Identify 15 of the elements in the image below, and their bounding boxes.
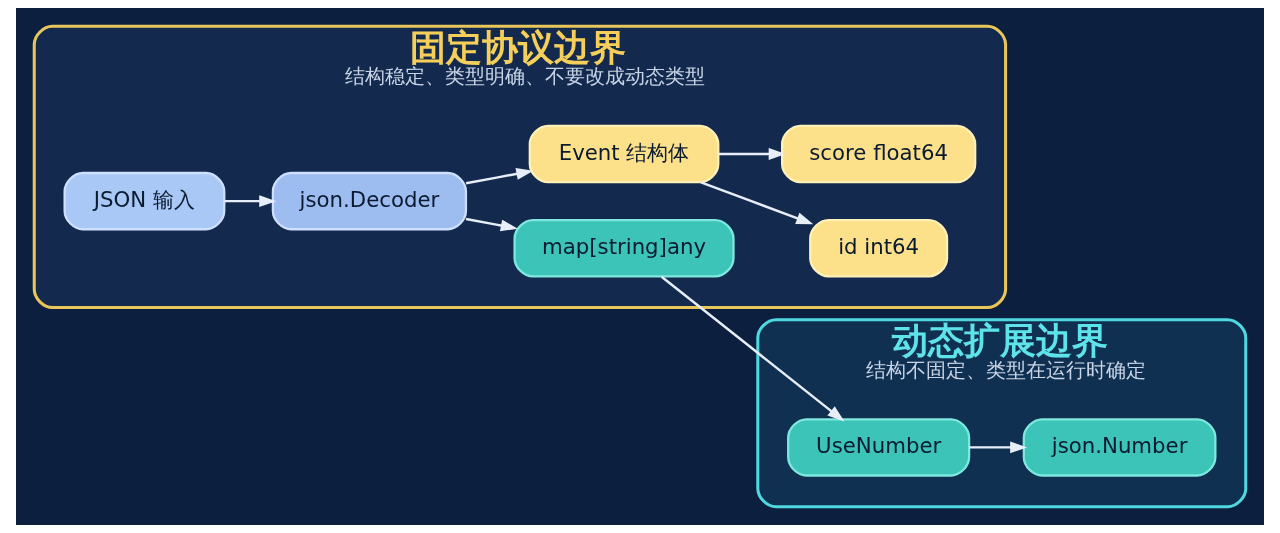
node-box: id int64	[809, 219, 949, 278]
arrow	[224, 195, 277, 208]
node-box: score float64	[781, 124, 977, 184]
node-box: UseNumber	[787, 418, 971, 477]
arrow	[969, 441, 1028, 454]
node-box: json.Number	[1022, 418, 1217, 477]
node-box: JSON 输入	[63, 171, 226, 231]
node-box: Event 结构体	[528, 124, 720, 184]
arrow	[465, 217, 518, 232]
arrow	[660, 275, 845, 422]
node-box: map[string]any	[513, 219, 735, 278]
arrow	[718, 148, 786, 160]
arrow	[700, 181, 814, 225]
arrow	[465, 167, 534, 185]
node-box: json.Decoder	[271, 171, 468, 231]
